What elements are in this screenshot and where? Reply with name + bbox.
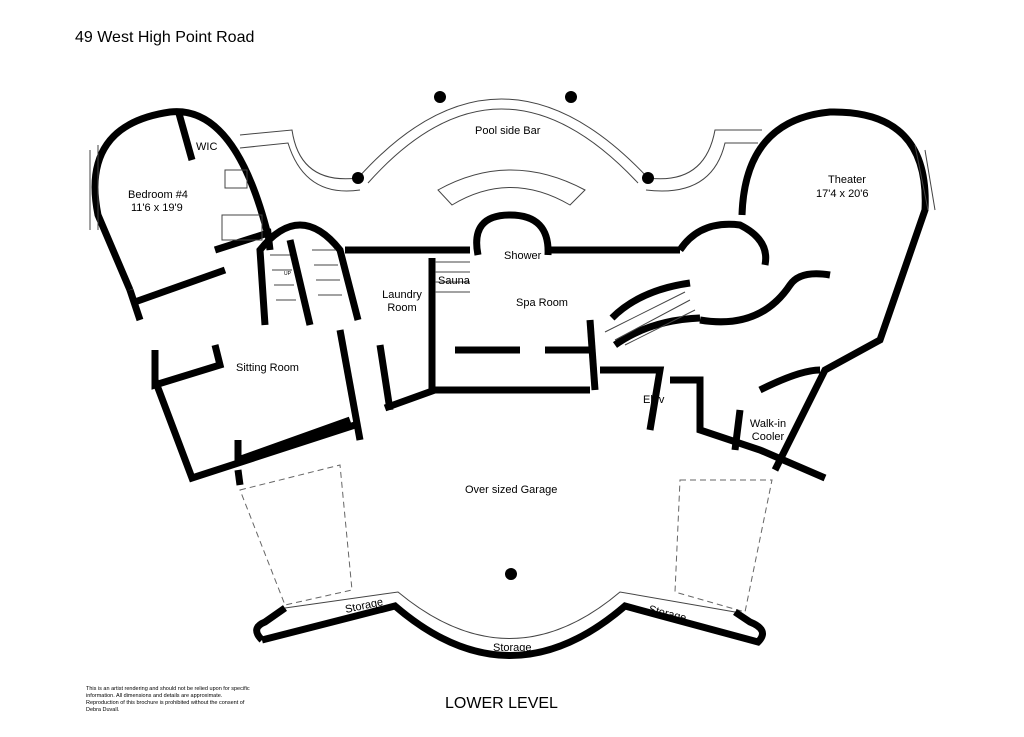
pool-deck: [239, 91, 762, 206]
label-cooler: Walk-in Cooler: [749, 418, 787, 443]
label-bedroom-dim: 11'6 x 19'9: [131, 202, 183, 214]
label-laundry: Laundry Room: [382, 289, 422, 314]
label-wic: WIC: [196, 141, 218, 153]
garage: [234, 464, 773, 659]
label-theater-dim: 17'4 x 20'6: [816, 188, 869, 200]
label-sitting: Sitting Room: [236, 362, 299, 374]
label-theater: Theater: [828, 174, 866, 186]
walls-right-wing: [600, 108, 936, 482]
level-label: LOWER LEVEL: [445, 695, 558, 712]
label-elev: Elev: [643, 394, 665, 406]
label-shower: Shower: [504, 250, 542, 262]
walls-center: [345, 211, 701, 412]
label-bedroom: Bedroom #4: [128, 189, 188, 201]
label-sauna: Sauna: [438, 275, 470, 287]
disclaimer: This is an artist rendering and should n…: [86, 686, 250, 713]
label-garage: Over sized Garage: [465, 484, 558, 496]
label-storage-center: Storage: [493, 642, 532, 654]
plan-title: 49 West High Point Road: [75, 29, 255, 46]
label-pool-bar: Pool side Bar: [475, 125, 541, 137]
walls-left-wing: [89, 108, 394, 483]
stairs-up-label: UP: [284, 271, 291, 277]
label-spa: Spa Room: [516, 297, 568, 309]
